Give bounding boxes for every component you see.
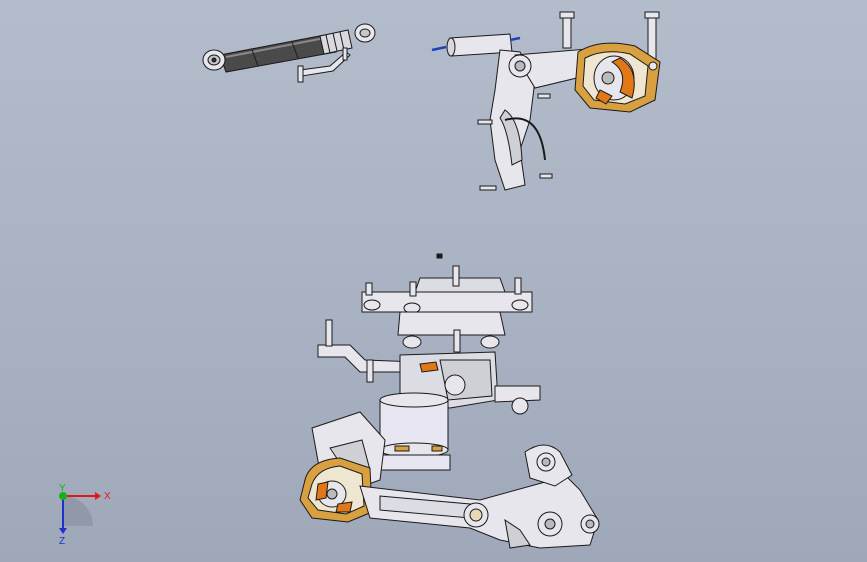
z-axis-arrowhead: [59, 528, 67, 534]
y-axis-dot: [59, 492, 67, 500]
x-axis-arrowhead: [95, 492, 101, 500]
shock-absorber-assembly[interactable]: [202, 23, 376, 83]
engine-mount-assembly[interactable]: [299, 253, 600, 549]
orientation-triad: X Y Z: [59, 483, 111, 547]
y-axis-label: Y: [59, 483, 66, 494]
z-axis-label: Z: [59, 536, 65, 547]
x-axis-label: X: [104, 491, 111, 502]
upper-mount-bracket-assembly[interactable]: [431, 11, 661, 191]
triad-quadrant-shadow: [63, 496, 93, 526]
